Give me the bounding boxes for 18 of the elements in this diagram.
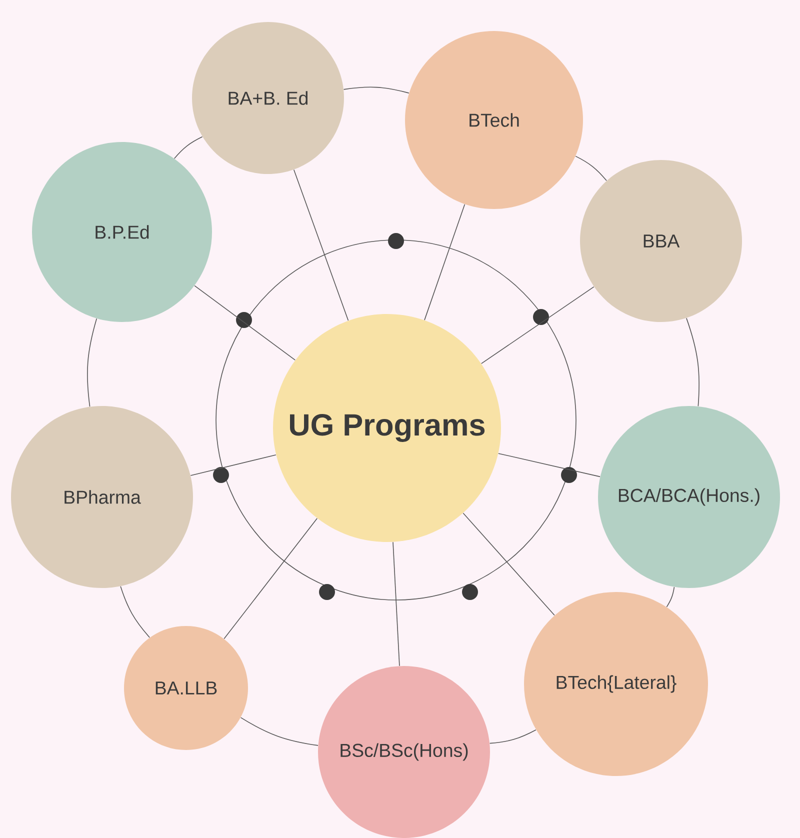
ring-arc — [489, 729, 536, 744]
ring-arc — [120, 586, 150, 638]
ring-arc — [575, 156, 607, 182]
connector-line — [194, 285, 296, 360]
ring-arc — [666, 586, 675, 608]
connector-line — [424, 204, 466, 320]
connector-line — [293, 169, 349, 321]
ring-arc — [240, 717, 318, 746]
ring-arc — [343, 86, 410, 94]
connector-line — [392, 542, 400, 666]
connector-line — [480, 286, 594, 364]
connector-line — [190, 454, 276, 476]
connector-line — [498, 453, 600, 478]
connector-line — [462, 512, 555, 616]
ring-arc — [686, 318, 700, 407]
connector-line — [224, 518, 318, 640]
ring-arc — [87, 318, 98, 407]
ring-arc — [174, 136, 203, 159]
